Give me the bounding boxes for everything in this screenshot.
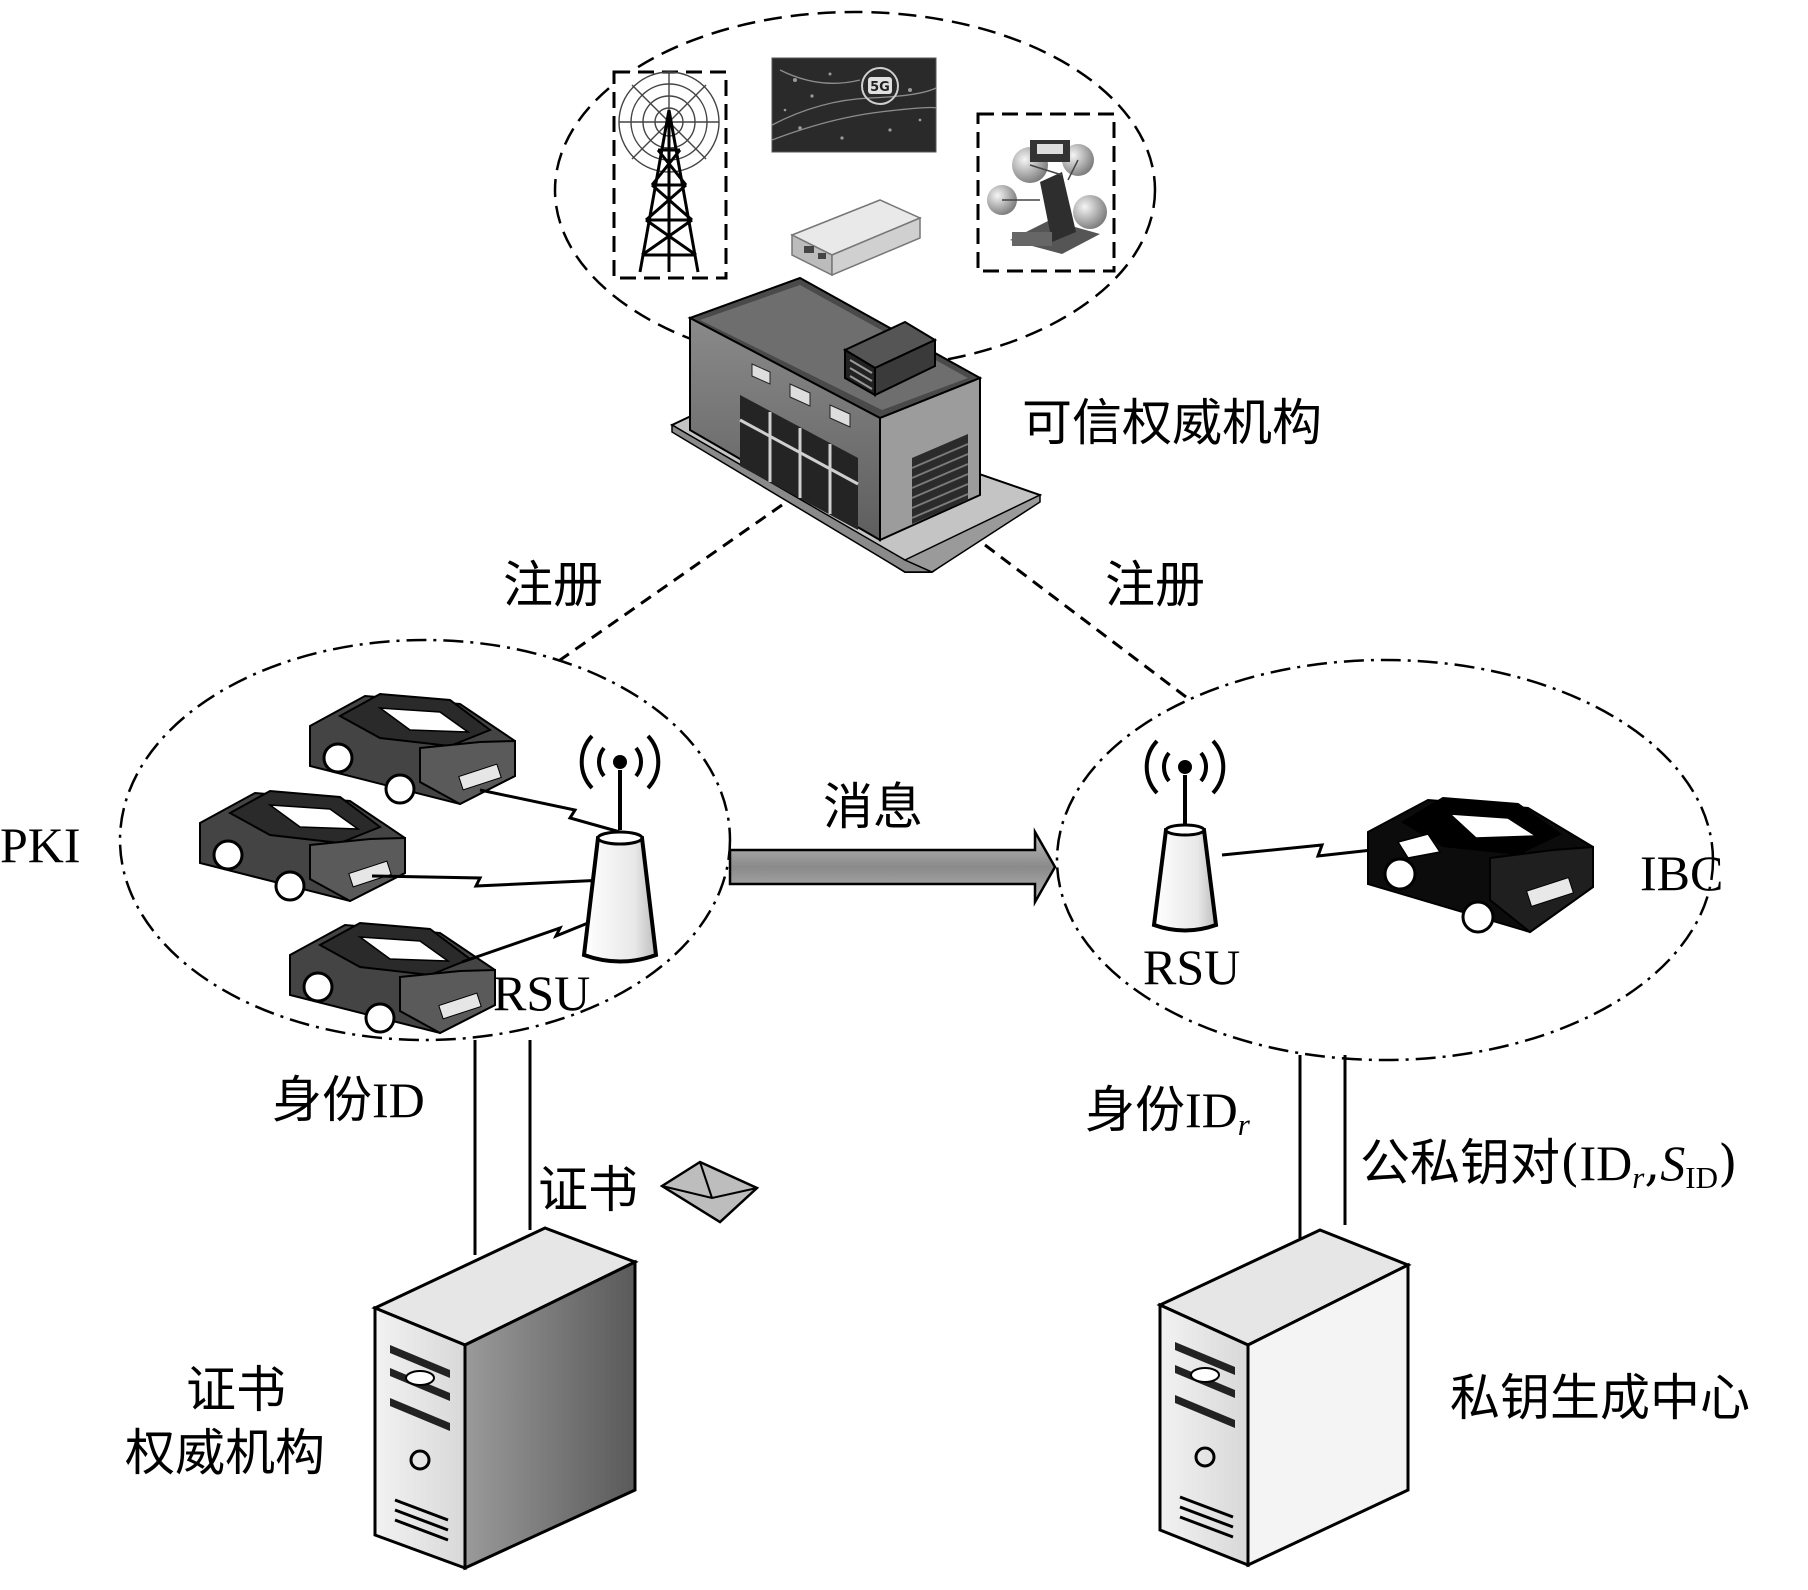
keypair-prefix: 公私钥对( bbox=[1360, 1134, 1580, 1192]
keypair-s-sub: ID bbox=[1685, 1159, 1718, 1195]
server-icon bbox=[1156, 1228, 1412, 1568]
keypair-sep: , bbox=[1644, 1134, 1661, 1192]
identity-right-prefix: 身份 bbox=[1085, 1081, 1185, 1139]
car-icon bbox=[309, 692, 516, 806]
identity-left-prefix: 身份 bbox=[272, 1071, 372, 1129]
network-device-icon bbox=[790, 199, 922, 277]
identity-left-id: ID bbox=[372, 1072, 425, 1128]
ibc-label: IBC bbox=[1640, 845, 1724, 901]
identity-label-right: 身份IDr bbox=[1085, 1085, 1250, 1141]
message-arrow bbox=[728, 827, 1057, 907]
pki-label: PKI bbox=[0, 817, 81, 873]
ca-label-line1: 证书 bbox=[186, 1361, 286, 1419]
certificate-label: 证书 bbox=[538, 1161, 638, 1219]
envelope-icon bbox=[659, 1160, 760, 1224]
identity-right-sub: r bbox=[1237, 1106, 1250, 1142]
message-label: 消息 bbox=[823, 778, 923, 836]
register-line-left bbox=[552, 503, 783, 667]
connector-lines bbox=[473, 1040, 1347, 1255]
register-label-right: 注册 bbox=[1105, 556, 1205, 614]
keypair-id: ID bbox=[1579, 1135, 1633, 1191]
register-line-right bbox=[984, 543, 1191, 702]
keypair-id-sub: r bbox=[1632, 1159, 1645, 1195]
svg-text:5G: 5G bbox=[870, 80, 890, 95]
server-icon bbox=[371, 1226, 639, 1571]
keypair-s: S bbox=[1660, 1135, 1686, 1191]
ca-label-line2: 权威机构 bbox=[125, 1424, 325, 1482]
authority-building-icon bbox=[669, 276, 1043, 573]
data-center-icon bbox=[976, 112, 1116, 273]
communication-tower-icon bbox=[612, 70, 728, 280]
car-icon bbox=[199, 789, 406, 903]
keypair-close: ) bbox=[1717, 1134, 1738, 1192]
wireless-link-right bbox=[1221, 843, 1373, 858]
rsu-antenna-icon bbox=[579, 734, 661, 964]
rsu-label-right: RSU bbox=[1143, 939, 1241, 995]
trusted-authority-label: 可信权威机构 bbox=[1022, 394, 1322, 452]
identity-right-id: ID bbox=[1185, 1082, 1238, 1138]
rsu-antenna-icon bbox=[1144, 739, 1226, 933]
identity-label-left: 身份ID bbox=[272, 1075, 425, 1125]
ibc-domain-ellipse bbox=[1055, 658, 1715, 1062]
5g-network-image-icon: 5G bbox=[771, 57, 937, 153]
car-icon bbox=[289, 921, 496, 1035]
register-label-left: 注册 bbox=[503, 556, 603, 614]
keypair-label: 公私钥对(IDr,SID) bbox=[1360, 1138, 1738, 1194]
pkg-label: 私钥生成中心 bbox=[1450, 1369, 1750, 1427]
car-icon bbox=[1367, 796, 1594, 934]
pki-domain-ellipse bbox=[118, 638, 732, 1042]
rsu-label-left: RSU bbox=[493, 965, 591, 1021]
